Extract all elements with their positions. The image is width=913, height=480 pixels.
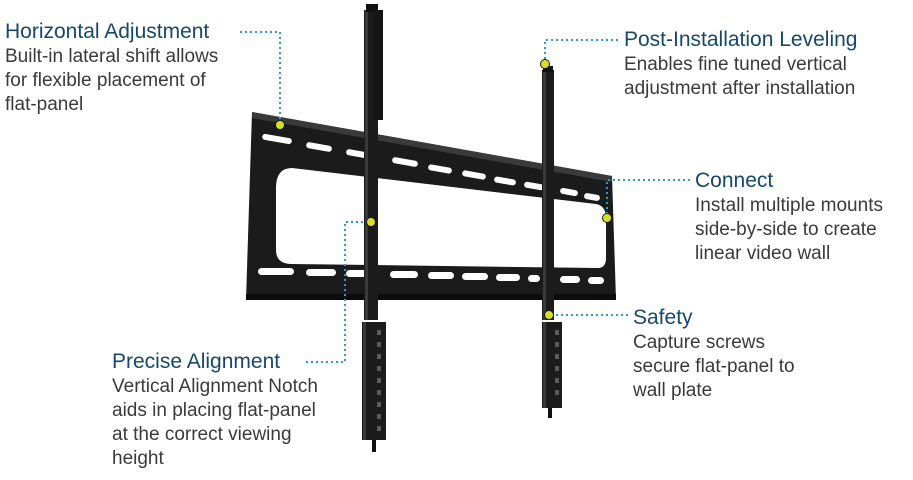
callout-title: Post-Installation Leveling	[624, 28, 858, 51]
bottom-slots	[258, 268, 604, 284]
slot	[262, 133, 292, 145]
slot	[494, 176, 516, 186]
leader-lines	[240, 31, 690, 363]
slot	[306, 269, 336, 276]
callout-post-installation-leveling: Post-Installation Leveling Enables fine …	[624, 27, 857, 101]
slot	[428, 164, 452, 174]
bracket-hole	[377, 366, 381, 371]
right-bracket-holes	[555, 330, 559, 395]
callout-line: side-by-side to create	[695, 219, 877, 240]
slot	[588, 277, 604, 284]
callout-description: Capture screws secure flat-panel to wall…	[633, 331, 795, 403]
marker-horizontal-adjustment	[275, 120, 285, 130]
bracket-hole	[377, 414, 381, 419]
right-bracket-foot	[548, 408, 552, 418]
callout-line: Vertical Alignment Notch	[112, 376, 318, 397]
bracket-hole	[555, 330, 559, 335]
right-vertical-bracket	[542, 66, 562, 418]
left-bracket-cap	[366, 4, 378, 12]
marker-precise-alignment	[366, 217, 376, 227]
callout-safety: Safety Capture screws secure flat-panel …	[633, 305, 795, 403]
slot	[496, 274, 520, 281]
bracket-hole	[377, 354, 381, 359]
leader-horizontal-adjustment	[240, 31, 281, 120]
callout-horizontal-adjustment: Horizontal Adjustment Built-in lateral s…	[5, 19, 218, 117]
bracket-hole	[555, 390, 559, 395]
callout-line: flat-panel	[5, 94, 84, 115]
slot	[462, 170, 486, 180]
right-bracket-cap	[543, 66, 553, 72]
slot	[560, 187, 578, 197]
bracket-hole	[555, 354, 559, 359]
callout-title: Precise Alignment	[112, 350, 281, 373]
marker-post-installation-leveling	[540, 59, 550, 69]
slot	[560, 276, 580, 283]
bracket-hole	[377, 426, 381, 431]
callout-description: Built-in lateral shift allows for flexib…	[5, 45, 218, 117]
marker-connect	[602, 213, 612, 223]
leader-post-installation-leveling	[544, 39, 618, 62]
right-bracket-highlight	[543, 70, 546, 320]
bracket-hole	[377, 378, 381, 383]
slot	[346, 270, 368, 277]
right-bracket-lower-highlight	[543, 322, 546, 408]
left-bracket-top-tab	[374, 10, 383, 120]
slot	[258, 268, 294, 275]
callout-line: adjustment after installation	[624, 78, 856, 99]
slot	[428, 272, 454, 279]
callout-line: Enables fine tuned vertical	[624, 54, 847, 75]
bracket-hole	[377, 342, 381, 347]
callout-line: aids in placing flat-panel	[112, 400, 316, 421]
slot	[392, 157, 418, 167]
bracket-hole	[555, 342, 559, 347]
callout-title: Horizontal Adjustment	[5, 20, 210, 43]
slot	[390, 271, 418, 278]
leader-precise-alignment	[306, 221, 370, 363]
callout-title: Connect	[695, 169, 774, 192]
wall-plate-top-edge	[252, 112, 612, 182]
callout-line: at the correct viewing	[112, 424, 292, 445]
slot	[584, 193, 600, 201]
callout-description: Install multiple mounts side-by-side to …	[695, 194, 883, 266]
left-bracket-highlight	[365, 10, 368, 320]
slot	[462, 273, 488, 280]
callout-precise-alignment: Precise Alignment Vertical Alignment Not…	[112, 349, 318, 471]
callout-line: for flexible placement of	[5, 70, 206, 91]
left-bracket-lower-highlight	[363, 322, 366, 440]
bracket-hole	[377, 390, 381, 395]
slot	[528, 275, 540, 282]
marker-safety	[544, 310, 554, 320]
callout-line: linear video wall	[695, 243, 831, 264]
callout-line: wall plate	[633, 380, 713, 401]
left-vertical-bracket	[362, 4, 386, 452]
callout-line: secure flat-panel to	[633, 356, 795, 377]
callout-line: Install multiple mounts	[695, 195, 883, 216]
callout-description: Vertical Alignment Notch aids in placing…	[112, 375, 318, 471]
callout-line: Built-in lateral shift allows	[5, 46, 219, 67]
callout-line: height	[112, 448, 164, 469]
bracket-hole	[377, 402, 381, 407]
top-slots	[262, 133, 600, 201]
wall-plate-bottom-shadow	[246, 294, 616, 300]
slot	[306, 142, 332, 152]
left-bracket-foot	[372, 440, 376, 452]
callout-line: Capture screws	[633, 332, 765, 353]
callout-description: Enables fine tuned vertical adjustment a…	[624, 53, 857, 101]
callout-title: Safety	[633, 306, 693, 329]
wall-plate-cutout	[276, 168, 606, 268]
slot	[524, 181, 544, 191]
left-bracket-holes	[377, 330, 381, 431]
marker-dots	[275, 59, 612, 320]
bracket-hole	[555, 366, 559, 371]
callout-connect: Connect Install multiple mounts side-by-…	[695, 168, 883, 266]
bracket-hole	[377, 330, 381, 335]
leader-connect	[606, 179, 690, 215]
bracket-hole	[555, 378, 559, 383]
